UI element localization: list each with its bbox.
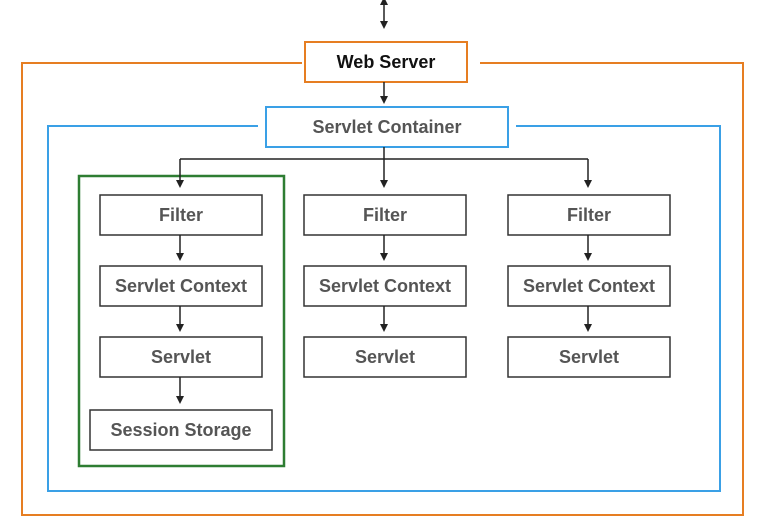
column-1-context-label: Servlet Context xyxy=(114,275,248,296)
column-1-session-label: Session Storage xyxy=(110,419,252,440)
column-2-context-box xyxy=(303,265,467,307)
column-1-context-box xyxy=(99,265,263,307)
servlet-container-label: Servlet Container xyxy=(312,116,462,137)
column-3-servlet-box xyxy=(507,336,671,378)
column-3-context-label: Servlet Context xyxy=(522,275,656,296)
web-server-box xyxy=(304,41,468,83)
column-1-servlet-label: Servlet xyxy=(150,346,212,367)
column-3-filter-box xyxy=(507,194,671,236)
servlet-container-boundary xyxy=(47,125,721,492)
column-1-servlet-box xyxy=(99,336,263,378)
column-2-servlet-box xyxy=(303,336,467,378)
column-1-session-box xyxy=(89,409,273,451)
column-2-context-label: Servlet Context xyxy=(318,275,452,296)
column-2-filter-box xyxy=(303,194,467,236)
highlight-group xyxy=(77,174,286,468)
servlet-container-box xyxy=(265,106,509,148)
web-server-boundary xyxy=(21,62,744,516)
column-1-filter-box xyxy=(99,194,263,236)
column-3-filter-label: Filter xyxy=(566,204,611,225)
column-1-filter-label: Filter xyxy=(158,204,203,225)
column-3-servlet-label: Servlet xyxy=(558,346,620,367)
column-2-filter-label: Filter xyxy=(362,204,407,225)
column-2-servlet-label: Servlet xyxy=(354,346,416,367)
web-server-label: Web Server xyxy=(336,51,436,72)
column-3-context-box xyxy=(507,265,671,307)
